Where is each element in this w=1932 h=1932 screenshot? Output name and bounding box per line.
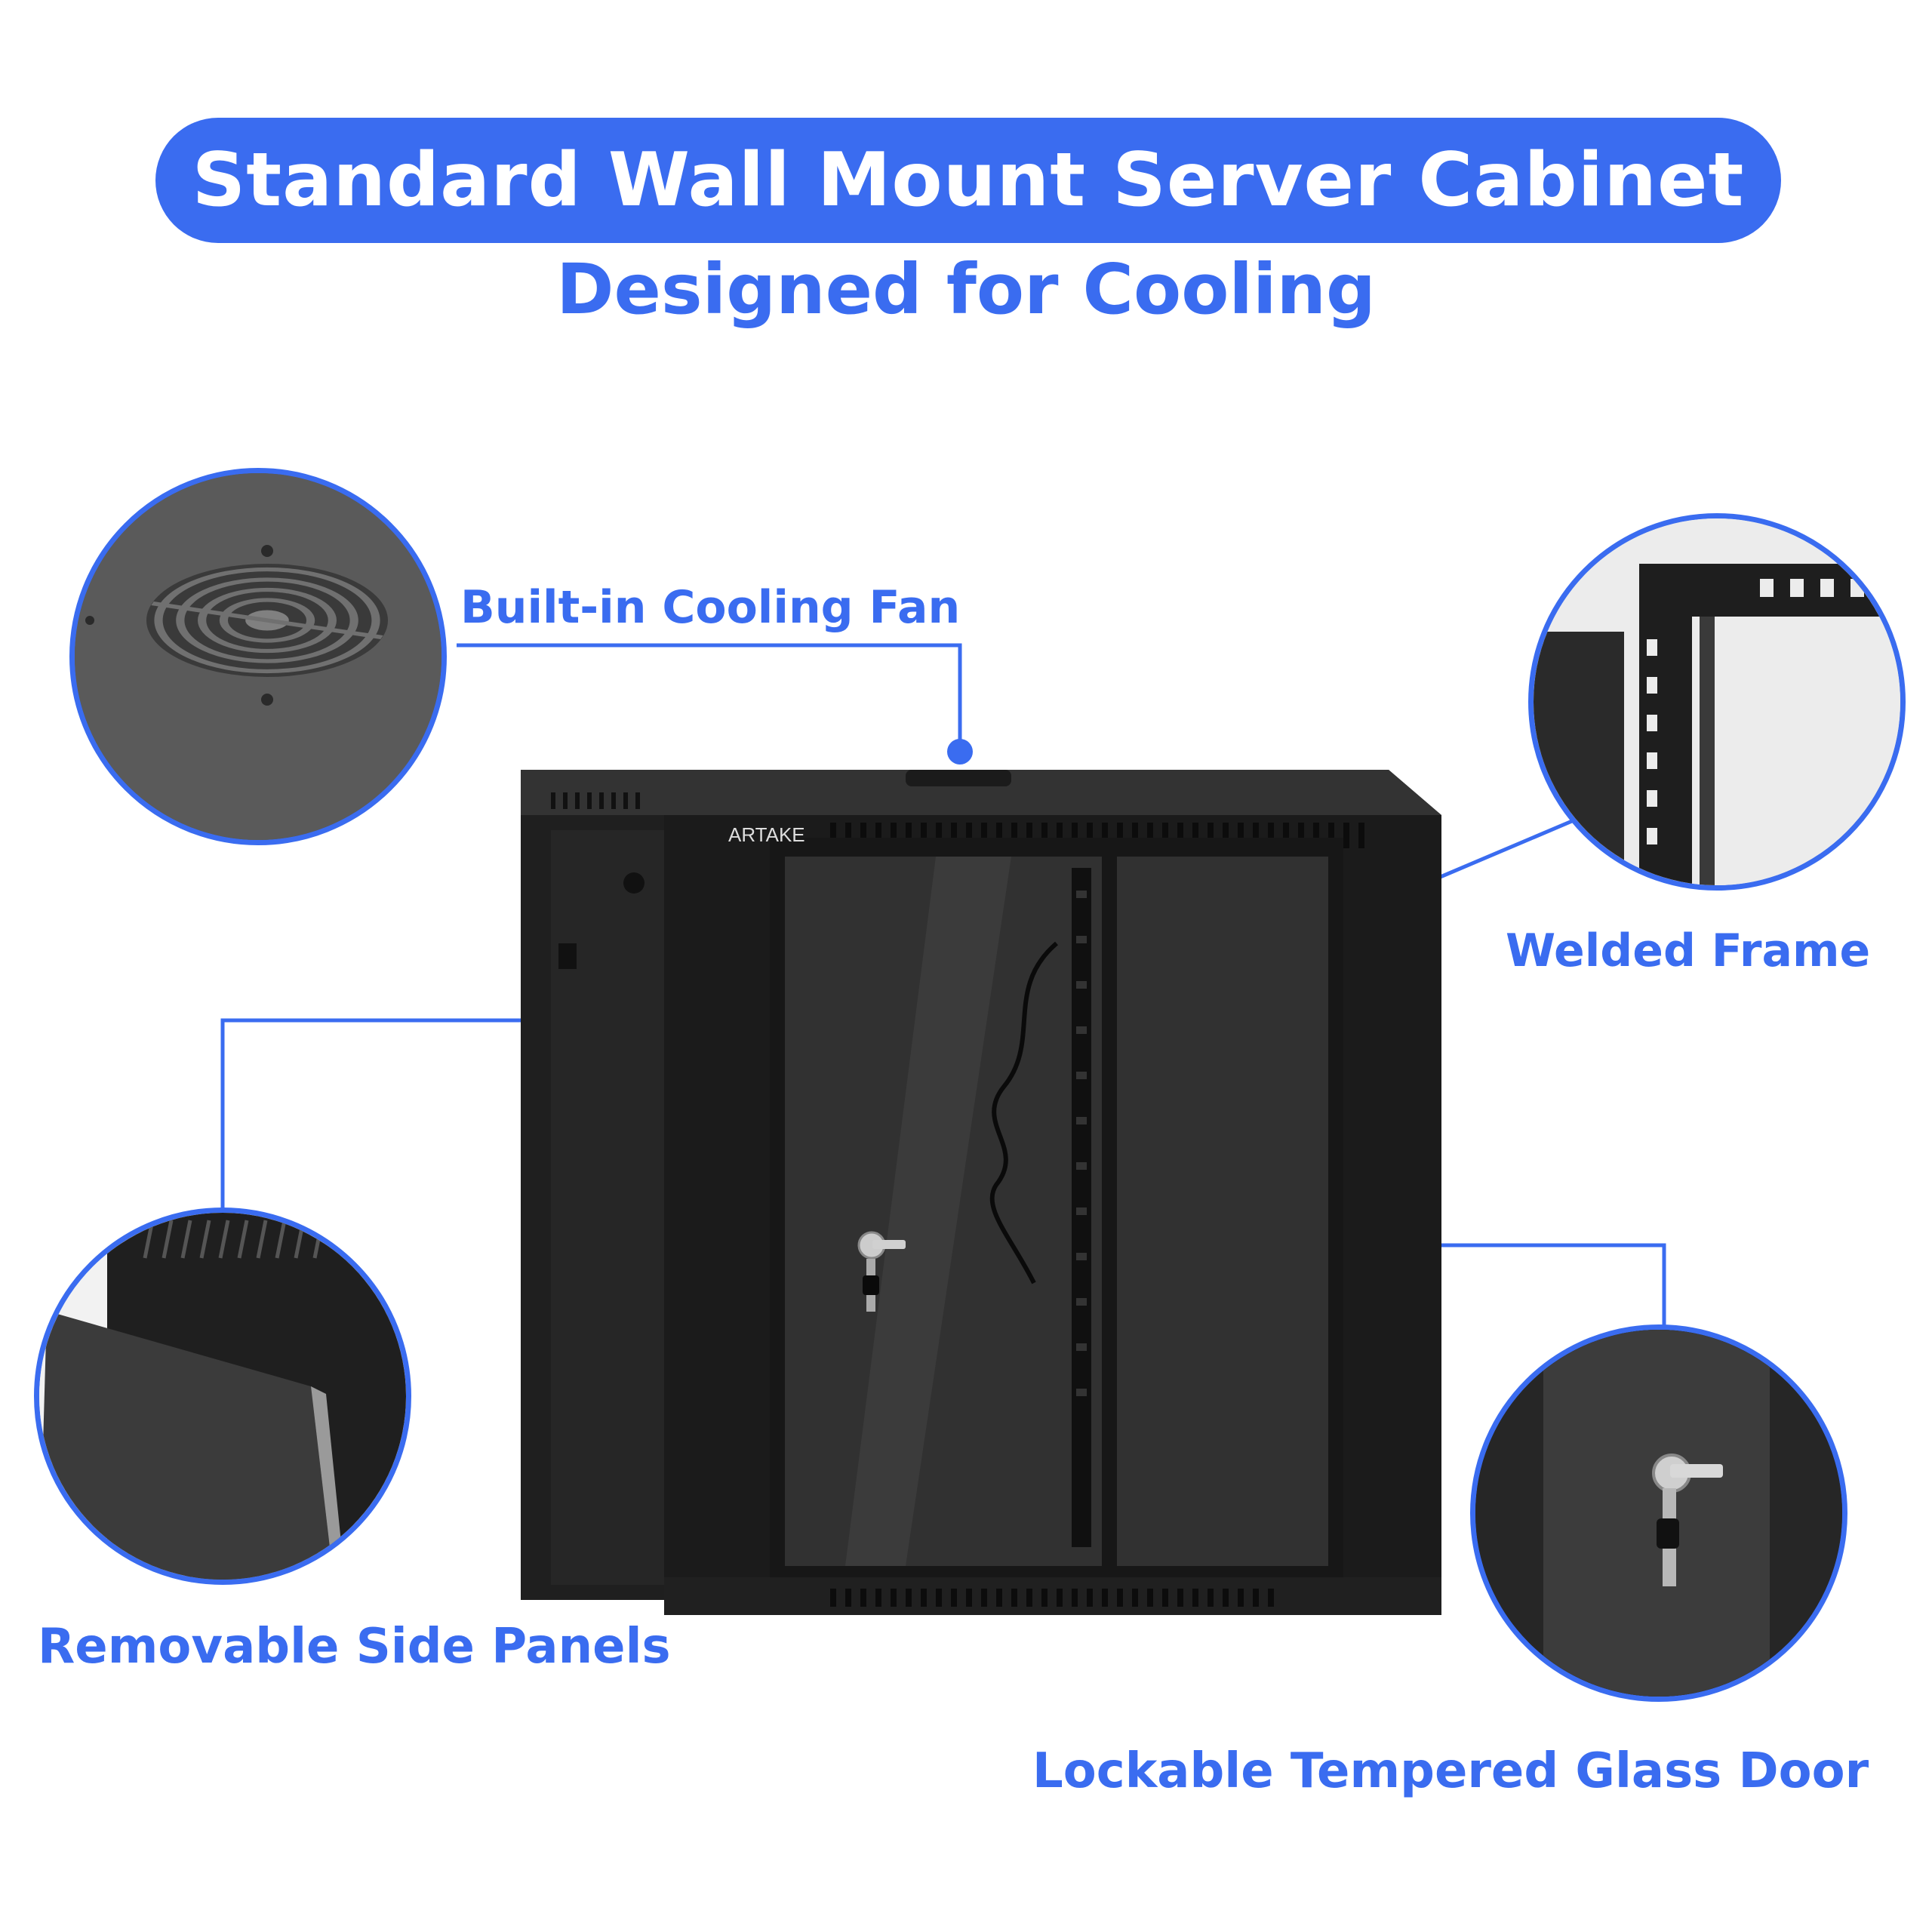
side-panel-connector-line [220, 1018, 610, 1211]
fan-detail-circle [69, 468, 447, 845]
frame-label: Welded Frame [1506, 924, 1871, 977]
page-title: Standard Wall Mount Server Cabinet [192, 137, 1745, 223]
side-panel-detail-circle [34, 1208, 411, 1585]
frame-detail-circle [1528, 513, 1906, 891]
door-label: Lockable Tempered Glass Door [1032, 1743, 1869, 1799]
side-panels-label: Removable Side Panels [38, 1619, 671, 1675]
fan-connector-line [457, 643, 962, 751]
lock-detail-circle [1470, 1324, 1847, 1702]
lock-icon [1475, 1330, 1842, 1697]
side-panel-icon [39, 1213, 406, 1580]
title-banner: Standard Wall Mount Server Cabinet [155, 118, 1781, 243]
fan-grille-icon [75, 473, 441, 840]
fan-label: Built-in Cooling Fan [460, 581, 961, 634]
frame-icon [1534, 518, 1900, 885]
page-subtitle: Designed for Cooling [556, 249, 1376, 330]
server-cabinet-image: ARTAKE [521, 770, 1441, 1615]
fan-connector-dot [947, 739, 973, 764]
brand-text: ARTAKE [728, 823, 805, 846]
